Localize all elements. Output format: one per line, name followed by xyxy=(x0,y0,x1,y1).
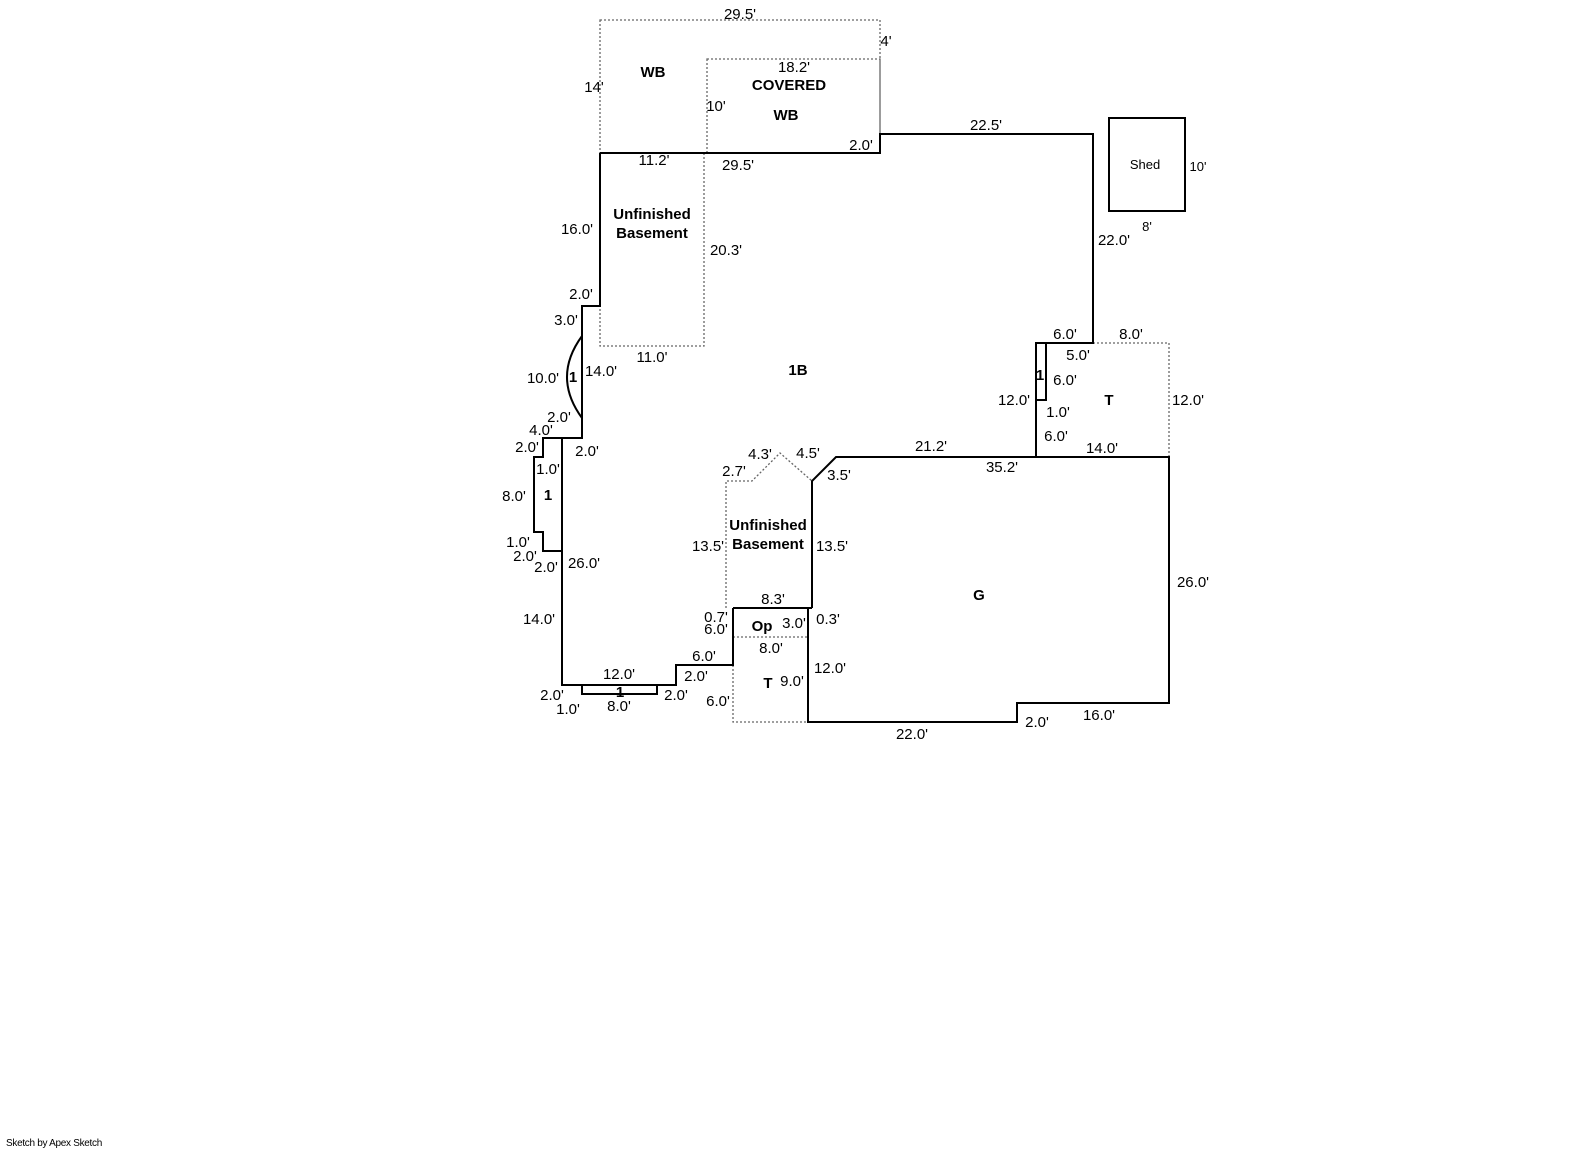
bay-arc xyxy=(566,335,583,419)
terrace-right-outline xyxy=(1093,342,1170,457)
dimension-label: 4' xyxy=(880,33,891,50)
dimension-label: 6.0' xyxy=(1053,372,1077,389)
dimension-label: 3.5' xyxy=(827,467,851,484)
dimension-label: 6.0' xyxy=(1053,326,1077,343)
dimension-label: 8.0' xyxy=(607,698,631,715)
dimension-label: 11.2' xyxy=(639,152,670,169)
dimension-label: 2.0' xyxy=(513,548,537,565)
dimension-label: 6.0' xyxy=(706,693,730,710)
dimension-label: 10.0' xyxy=(527,370,559,387)
dimension-label: 22.0' xyxy=(896,726,928,743)
dimension-label: 2.0' xyxy=(849,137,873,154)
dimension-label: 8' xyxy=(1142,219,1152,234)
dimension-label: 9.0' xyxy=(780,673,804,690)
dimension-label: 16.0' xyxy=(561,221,593,238)
dimension-label: 4.0' xyxy=(529,422,553,439)
dimension-label: 14.0' xyxy=(523,611,555,628)
dimension-label: 10' xyxy=(1190,159,1207,174)
bay-left xyxy=(533,437,562,552)
dimension-label: 5.0' xyxy=(1066,347,1090,364)
dimension-label: 26.0' xyxy=(1177,574,1209,591)
dimension-label: 2.0' xyxy=(1025,714,1049,731)
dimension-label: 2.0' xyxy=(515,439,539,456)
room-label: Unfinished xyxy=(613,206,691,223)
room-label: WB xyxy=(641,64,666,81)
room-label: Basement xyxy=(732,536,804,553)
dimension-label: 10' xyxy=(706,98,726,115)
room-label: G xyxy=(973,587,985,604)
room-label: Op xyxy=(752,618,773,635)
shed-outline xyxy=(1108,117,1186,212)
room-label: T xyxy=(1104,392,1113,409)
dimension-label: 6.0' xyxy=(704,621,728,638)
dimension-label: 13.5' xyxy=(816,538,848,555)
dimension-label: 2.0' xyxy=(684,668,708,685)
dimension-label: 1.0' xyxy=(506,534,530,551)
dimension-label: 2.0' xyxy=(575,443,599,460)
dimension-label: 12.0' xyxy=(603,666,635,683)
dimension-label: 14' xyxy=(584,79,604,96)
dimension-label: 4.3' xyxy=(748,446,772,463)
dimension-label: 1.0' xyxy=(556,701,580,718)
garage-outline xyxy=(807,456,1170,723)
dimension-label: 35.2' xyxy=(986,459,1018,476)
dimension-label: 18.2' xyxy=(778,59,810,76)
dimension-label: 8.0' xyxy=(502,488,526,505)
dimension-label: 1.0' xyxy=(536,461,560,478)
dimension-label: 2.7' xyxy=(722,463,746,480)
credit-text: Sketch by Apex Sketch xyxy=(6,1138,102,1149)
terrace-bottom-outline xyxy=(732,665,808,723)
dimension-label: 12.0' xyxy=(814,660,846,677)
room-label: Basement xyxy=(616,225,688,242)
dimension-label: 6.0' xyxy=(692,648,716,665)
room-label: 1 xyxy=(569,369,577,386)
dimension-label: 12.0' xyxy=(1172,392,1204,409)
bay-right xyxy=(1035,342,1047,401)
dimension-label: 2.0' xyxy=(534,559,558,576)
dimension-label: 4.5' xyxy=(796,445,820,462)
room-label: WB xyxy=(774,107,799,124)
dimension-label: 26.0' xyxy=(568,555,600,572)
dimension-label: 8.0' xyxy=(759,640,783,657)
room-label: 1 xyxy=(616,684,624,701)
dimension-label: 29.5' xyxy=(722,157,754,174)
dimension-label: 6.0' xyxy=(1044,428,1068,445)
room-label: T xyxy=(763,675,772,692)
dimension-label: 11.0' xyxy=(637,349,668,366)
unfinished-basement-outline xyxy=(599,152,705,347)
dimension-label: 12.0' xyxy=(998,392,1030,409)
dimension-label: 14.0' xyxy=(1086,440,1118,457)
dimension-label: 2.0' xyxy=(540,687,564,704)
dimension-label: 16.0' xyxy=(1083,707,1115,724)
dimension-label: 2.0' xyxy=(547,409,571,426)
dimension-label: 8.0' xyxy=(1119,326,1143,343)
room-label: Unfinished xyxy=(729,517,807,534)
dimension-label: 2.0' xyxy=(569,286,593,303)
dimension-label: 14.0' xyxy=(585,363,617,380)
dimension-label: 2.0' xyxy=(664,687,688,704)
dimension-label: 13.5' xyxy=(692,538,724,555)
room-label: 1B xyxy=(788,362,807,379)
unfinished-basement-2-outline xyxy=(725,452,813,608)
dimension-label: 22.0' xyxy=(1098,232,1130,249)
dimension-label: 29.5' xyxy=(724,6,756,23)
dimension-label: 0.7' xyxy=(704,609,728,626)
dimension-label: 3.0' xyxy=(554,312,578,329)
wb-deck-outline xyxy=(599,19,881,154)
house-outline-left xyxy=(561,153,734,686)
dimension-label: 3.0' xyxy=(782,615,806,632)
bay-bottom xyxy=(581,684,658,695)
dimension-label: 0.3' xyxy=(816,611,840,628)
room-label: COVERED xyxy=(752,77,826,94)
room-label: 1 xyxy=(1036,367,1044,384)
room-label: Shed xyxy=(1130,157,1160,172)
dimension-label: 22.5' xyxy=(970,117,1002,134)
dimension-label: 20.3' xyxy=(710,242,742,259)
room-label: 1 xyxy=(544,487,552,504)
dimension-label: 1.0' xyxy=(1046,404,1070,421)
dimension-label: 21.2' xyxy=(915,438,947,455)
dimension-label: 8.3' xyxy=(761,591,785,608)
